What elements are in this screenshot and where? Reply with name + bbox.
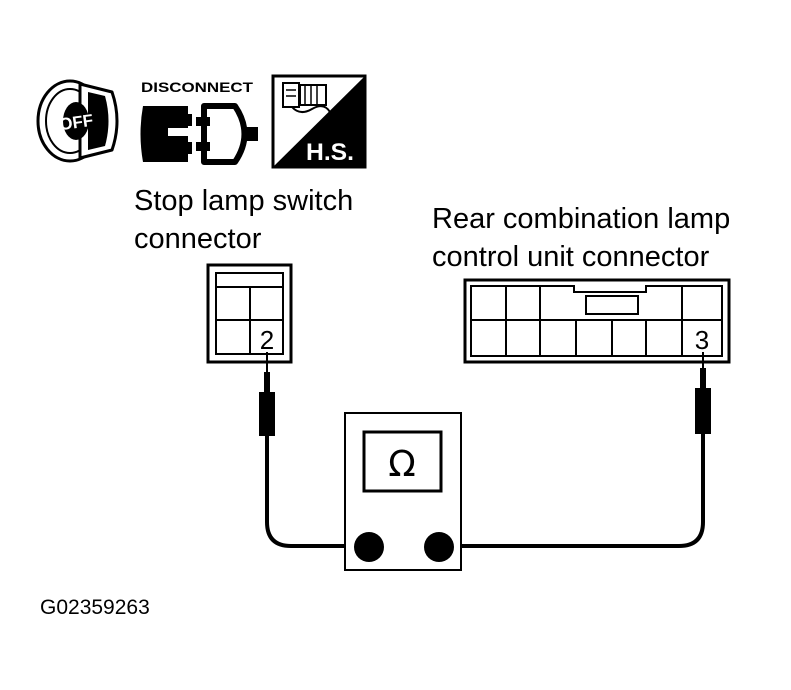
stop-lamp-switch-connector: 2 xyxy=(206,263,293,364)
disconnect-icon: DISCONNECT xyxy=(140,79,258,165)
hs-text: H.S. xyxy=(306,139,354,166)
meter-terminal-left xyxy=(354,532,384,562)
harness-side-icon: H.S. xyxy=(271,74,367,169)
ignition-off-text: OFF xyxy=(58,111,94,135)
left-probe xyxy=(259,352,366,548)
rear-lamp-label-line2: control unit connector xyxy=(432,241,710,273)
stop-lamp-label-line2: connector xyxy=(134,223,262,255)
rear-lamp-terminal-3: 3 xyxy=(695,325,709,355)
ohm-symbol: Ω xyxy=(388,444,416,485)
stop-lamp-label-line1: Stop lamp switch xyxy=(134,185,354,217)
figure-code: G02359263 xyxy=(40,596,150,619)
right-probe xyxy=(440,352,711,548)
rear-lamp-label-line1: Rear combination lamp xyxy=(432,203,731,235)
ohmmeter: Ω xyxy=(344,412,462,571)
ignition-key-icon: OFF xyxy=(36,79,119,163)
meter-terminal-right xyxy=(424,532,454,562)
stop-lamp-terminal-2: 2 xyxy=(260,325,274,355)
rear-combination-lamp-connector: 3 xyxy=(463,278,731,364)
disconnect-label: DISCONNECT xyxy=(141,79,254,95)
